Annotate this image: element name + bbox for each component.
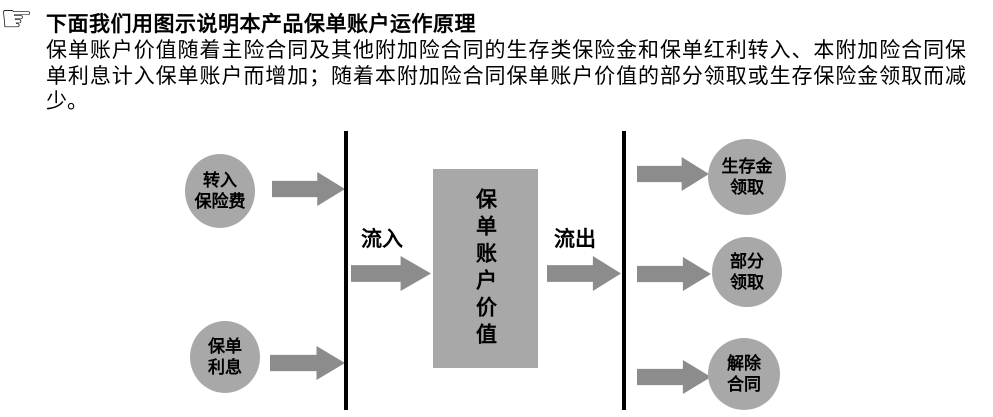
flow-arrow-outflow [547,256,621,291]
paragraph-line-1: 保单账户价值随着主险合同及其他附加险合同的生存类保险金和保单红利转入、本附加险合… [46,38,966,62]
node-label-line: 领取 [730,273,764,292]
node-label-line: 保险费 [194,192,246,211]
outflow-divider-line [622,131,626,410]
node-label-line: 利息 [208,358,242,377]
outflow-label: 流出 [554,227,596,251]
flow-arrow-interest-in [270,346,345,380]
account-value-box: 保单账户价值 [433,169,538,368]
paragraph-line-2: 单利息计入保单账户而增加；随着本附加险合同保单账户价值的部分领取或生存保险金领取… [46,63,966,88]
node-label-line: 合同 [727,375,761,394]
inflow-label: 流入 [361,227,403,251]
flow-arrow-contract-termination [637,360,711,394]
source-node-premium-transfer: 转入 保险费 [185,154,255,228]
node-label-line: 解除 [727,354,761,373]
output-node-partial-withdrawal: 部分 领取 [712,237,782,307]
flow-arrow-survival-benefit [637,157,709,191]
section-title: 下面我们用图示说明本产品保单账户运作原理 [46,12,476,36]
section-paragraph: 保单账户价值随着主险合同及其他附加险合同的生存类保险金和保单红利转入、本附加险合… [46,38,966,115]
output-node-survival-benefit: 生存金 领取 [708,139,786,215]
node-label-line: 保单 [208,337,242,356]
inflow-divider-line [344,131,348,410]
node-label-line: 生存金 [721,157,773,176]
output-node-contract-termination: 解除 合同 [708,338,780,410]
pointer-hand-icon: ☞ [0,0,34,40]
node-label-line: 部分 [730,252,764,271]
flow-arrow-premium-in [272,172,345,206]
flow-arrow-inflow [351,256,431,291]
node-label-line: 领取 [730,178,764,197]
paragraph-line-3: 少。 [46,89,88,113]
flow-arrow-partial-withdrawal [637,257,711,291]
source-node-policy-interest: 保单 利息 [190,321,260,393]
node-label-line: 转入 [203,171,237,190]
account-value-label: 保单账户价值 [473,187,498,350]
